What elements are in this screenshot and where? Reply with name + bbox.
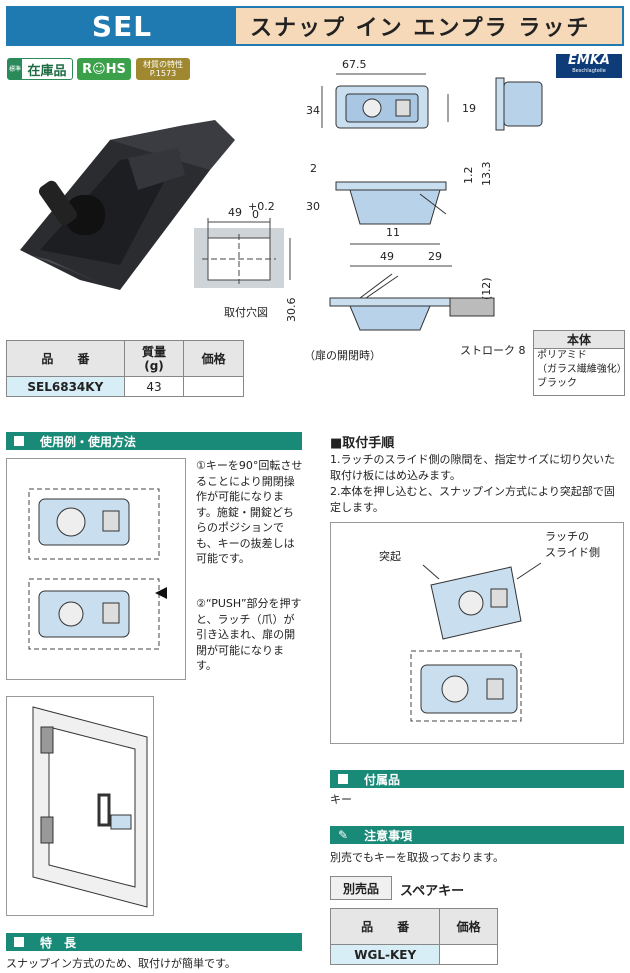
accessories-text: キー	[330, 793, 352, 806]
label-protrusion: 突起	[379, 550, 401, 563]
sep-col-price: 価格	[439, 908, 498, 945]
sep-col-code: 品 番	[329, 908, 441, 945]
stock-badge-label: 在庫品	[27, 63, 67, 79]
row-mass: 43	[123, 376, 185, 397]
stock-badge: 標準 在庫品	[7, 58, 73, 80]
section-marker-icon	[14, 937, 24, 947]
door-figure	[6, 696, 154, 916]
dim-side-11: 11	[386, 226, 400, 239]
features-text: スナップイン方式のため、取付けが簡単です。	[6, 957, 236, 970]
stock-badge-small: 標準	[8, 59, 22, 79]
mounting-hole-diagram: 49 +0.2 0 取付穴図	[194, 200, 291, 319]
dim-side-29: 29	[428, 250, 442, 263]
col-price: 価格	[183, 340, 244, 377]
usage-section-header: 使用例・使用方法	[6, 432, 302, 450]
product-title: スナップ イン エンプラ ラッチ	[236, 8, 622, 44]
dim-side-1-2: 1.2	[462, 167, 475, 185]
dim-side-49: 49	[380, 250, 394, 263]
col-mass: 質量 (g)	[123, 340, 185, 377]
dim-side-2: 2	[310, 162, 317, 175]
door-illustration	[32, 706, 148, 908]
install-step1: 1.ラッチのスライド側の隙間を、指定サイズに切り欠いた取付け板にはめ込みます。	[330, 453, 616, 482]
rohs-badge: R☺HS	[77, 58, 131, 80]
material-line1: ポリアミド	[537, 350, 587, 361]
dim-width-total: 67.5	[342, 58, 367, 71]
brand-logo: EMKA Beschlagteile	[556, 54, 622, 78]
dim-side-12: (12)	[480, 277, 493, 300]
technical-drawing: 67.5 34 19 2 30 11 49 29 （扉の開閉時） ストローク 8	[304, 58, 526, 362]
label-slide-line2: スライド側	[545, 546, 600, 559]
install-illustration	[410, 562, 542, 722]
brand-sub: Beschlagteile	[572, 68, 606, 74]
usage-title: 使用例・使用方法	[40, 434, 137, 449]
page-header: SEL スナップ イン エンプラ ラッチ	[6, 6, 624, 46]
install-figure: 突起 ラッチの スライド側	[330, 522, 624, 744]
cut-width-tol: +0.2	[248, 200, 275, 213]
row-code: SEL6834KY	[6, 376, 125, 397]
dim-side-30: 30	[306, 200, 320, 213]
accessories-section-header: 付属品	[330, 770, 624, 788]
usage-step2: ②“PUSH”部分を押すと、ラッチ（爪）が引き込まれ、扉の開閉が可能になります。	[196, 597, 302, 672]
section-marker-icon	[14, 436, 24, 446]
material-badge: 材質の特性 P.1573	[136, 58, 190, 80]
open-caption: （扉の開閉時）	[304, 349, 381, 362]
usage-figure	[6, 458, 186, 680]
cut-height-label: 30.6	[285, 298, 298, 323]
section-marker-icon	[338, 774, 348, 784]
stroke-label: ストローク 8	[460, 344, 526, 357]
sep-row-price	[439, 944, 498, 965]
caution-section-header: ✎ 注意事項	[330, 826, 624, 844]
usage-illustration	[28, 488, 167, 650]
product-code: SEL	[8, 8, 236, 44]
dim-side-13-3: 13.3	[480, 162, 493, 187]
side-profile-drawing: 1.2 13.3 (12)	[462, 77, 543, 300]
cut-width-tol0: 0	[252, 208, 259, 221]
usage-step1: ①キーを90°回転させることにより開閉操作が可能になります。施錠・開錠どちらのポ…	[196, 459, 303, 565]
product-table: 品 番 質量 (g) 価格 SEL6834KY 43	[6, 340, 244, 397]
install-title: ■取付手順	[330, 436, 395, 451]
material-line3: ブラック	[537, 378, 577, 389]
hole-caption: 取付穴図	[224, 305, 268, 319]
product-photo	[20, 120, 235, 290]
caution-text: 別売でもキーを取扱っております。	[330, 851, 505, 864]
separate-tag: 別売品	[330, 876, 392, 900]
material-badge-line1: 材質の特性	[143, 60, 183, 69]
cut-height-label-svg: 30.6	[285, 298, 298, 323]
caution-title: 注意事項	[364, 828, 413, 843]
separate-name: スペアキー	[400, 884, 465, 899]
dim-height-inner: 19	[462, 102, 476, 115]
sep-row-code: WGL-KEY	[329, 944, 441, 965]
material-badge-line2: P.1573	[149, 69, 177, 78]
accessories-title: 付属品	[364, 772, 401, 787]
features-title: 特 長	[40, 935, 77, 950]
features-section-header: 特 長	[6, 933, 302, 951]
dim-height-total: 34	[306, 104, 320, 117]
row-price	[183, 376, 244, 397]
pencil-icon: ✎	[338, 828, 349, 842]
material-table: 本体 ポリアミド （ガラス繊維強化） ブラック	[533, 330, 627, 396]
install-step2: 2.本体を押し込むと、スナップイン方式により突起部で固定します。	[330, 485, 615, 514]
material-head: 本体	[534, 331, 624, 349]
label-slide-line1: ラッチの	[545, 530, 589, 543]
col-code: 品 番	[6, 340, 125, 377]
cut-width-label: 49	[228, 206, 242, 219]
brand-name: EMKA	[568, 53, 610, 68]
material-line2: （ガラス繊維強化）	[537, 364, 627, 375]
separate-table: 品 番 価格 WGL-KEY	[329, 908, 498, 965]
